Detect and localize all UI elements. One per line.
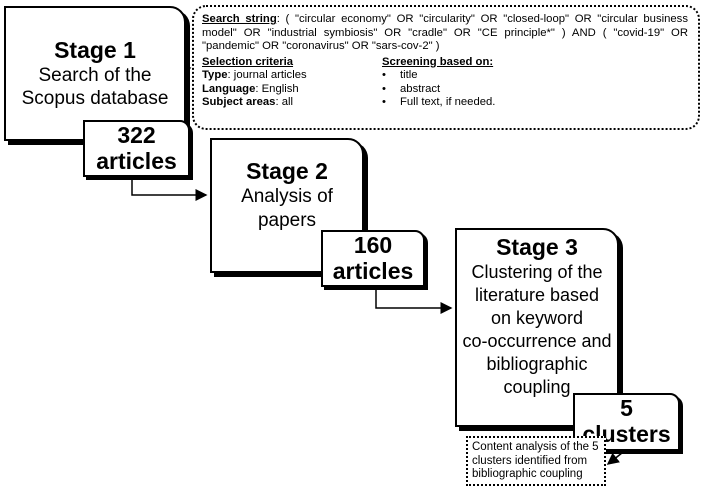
stage2-count-box: 160 articles: [321, 230, 425, 287]
criterion-subject: Subject areas: all: [202, 96, 377, 110]
screening-item-text: abstract: [400, 82, 441, 95]
stage2-title: Stage 2: [246, 158, 328, 184]
screening: Screening based on: • title • abstract • Fu…: [382, 56, 702, 110]
screening-item-text: Full text, if needed.: [400, 96, 496, 108]
criterion-language: Language: English: [202, 83, 377, 97]
stage2-desc-line1: Analysis of: [241, 186, 333, 207]
criterion-language-label: Language: [202, 82, 256, 95]
stage3-desc-line1: Clustering of the: [471, 262, 603, 282]
stage1-count-number: 322: [117, 122, 156, 148]
screening-item: • abstract: [382, 83, 702, 97]
stage1-desc-line1: Search of the: [38, 65, 152, 86]
stage1-title: Stage 1: [54, 37, 136, 63]
bullet-icon: •: [382, 96, 386, 108]
content-analysis-note: Content analysis of the 5 clusters ident…: [466, 436, 606, 486]
stage2-desc-line2: papers: [257, 209, 317, 231]
stage3-desc-line5: bibliographic: [486, 353, 588, 374]
stage1-count-box: 322 articles: [83, 120, 190, 177]
criterion-type-value: : journal articles: [227, 69, 307, 81]
selection-criteria-label: Selection criteria: [202, 55, 294, 68]
stage3-count-number: 5: [620, 395, 633, 421]
arrow-clusters-to-content: [606, 448, 628, 465]
stage3-desc-line2: literature based: [474, 284, 600, 305]
bullet-icon: •: [382, 69, 386, 81]
criterion-language-value: : English: [255, 82, 299, 95]
screening-item: • Full text, if needed.: [382, 96, 702, 110]
stage3-desc-line4: co-occurrence and: [462, 330, 612, 351]
bullet-icon: •: [382, 82, 386, 95]
stage1-count-unit: articles: [96, 148, 177, 175]
criterion-type-label: Type: [202, 69, 228, 81]
arrow-160-to-stage3: [375, 285, 453, 314]
search-string-label: Search string: [202, 13, 277, 25]
criterion-subject-label: Subject areas: [202, 96, 276, 108]
screening-item: • title: [382, 69, 702, 83]
selection-criteria: Selection criteria Type: journal article…: [202, 56, 377, 110]
stage1-desc-line2: Scopus database: [21, 88, 169, 110]
stage1-box: Stage 1 Search of the Scopus database: [4, 6, 186, 141]
stage3-desc-line3: on keyword: [490, 307, 584, 328]
stage2-count-number: 160: [353, 232, 393, 258]
search-string: Search string: ( "circular economy" OR "…: [202, 13, 688, 54]
search-string-text: : ( "circular economy" OR "circularity" …: [202, 13, 688, 52]
screening-item-text: title: [400, 69, 418, 81]
screening-label: Screening based on:: [382, 55, 494, 68]
search-criteria-box: Search string: ( "circular economy" OR "…: [192, 5, 700, 130]
arrow-322-to-stage2: [131, 175, 208, 201]
criterion-type: Type: journal articles: [202, 69, 377, 83]
criterion-subject-value: : all: [275, 96, 294, 108]
stage3-box: Stage 3 Clustering of the literature bas…: [455, 228, 619, 427]
stage3-title: Stage 3: [496, 234, 578, 260]
stage2-count-unit: articles: [332, 258, 414, 285]
stage3-desc-line6: coupling: [503, 376, 571, 397]
